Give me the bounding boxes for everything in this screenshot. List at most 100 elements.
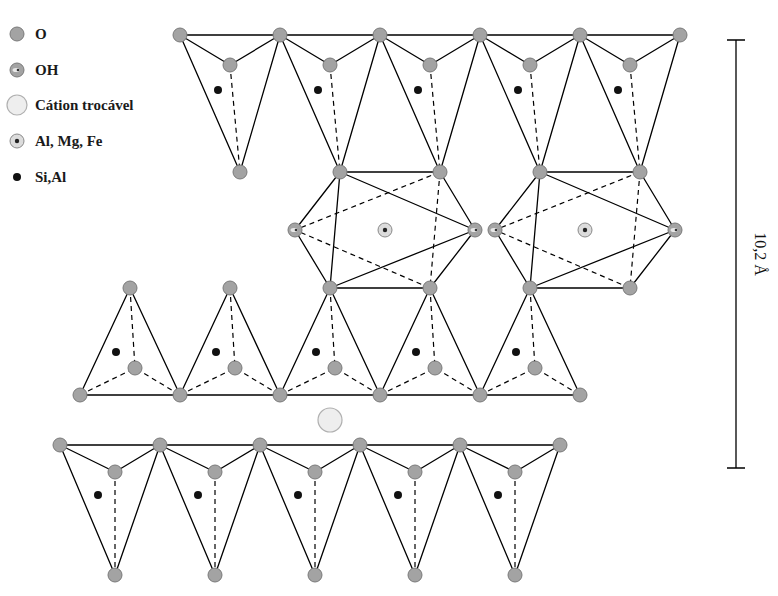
oxygen-atom bbox=[208, 568, 222, 582]
oxygen-atom bbox=[333, 165, 347, 179]
legend-text: OH bbox=[35, 62, 58, 78]
oxygen-atom bbox=[233, 165, 247, 179]
oxygen-atom bbox=[453, 438, 467, 452]
legend-text: Al, Mg, Fe bbox=[35, 133, 102, 149]
oxygen-atom bbox=[308, 465, 322, 479]
hydroxyl-group bbox=[495, 229, 498, 232]
oxygen-atom bbox=[508, 465, 522, 479]
tetrahedral-sheet bbox=[80, 288, 580, 395]
exchangeable-cation bbox=[318, 408, 342, 432]
oxygen-atom bbox=[208, 465, 222, 479]
legend-sample bbox=[7, 95, 27, 115]
oxygen-atom bbox=[323, 281, 337, 295]
tetrahedral-sheet bbox=[115, 472, 515, 575]
octahedral-cation bbox=[383, 228, 387, 232]
oxygen-atom bbox=[528, 361, 542, 375]
si-al-atom bbox=[214, 86, 222, 94]
legend-text: Cátion trocável bbox=[35, 97, 133, 113]
legend-sample bbox=[13, 68, 20, 72]
si-al-atom bbox=[212, 348, 220, 356]
octahedral-cation bbox=[378, 223, 592, 237]
oxygen-atom bbox=[223, 281, 237, 295]
oxygen-atom bbox=[173, 388, 187, 402]
oxygen-atom bbox=[108, 568, 122, 582]
hydroxyl-group bbox=[668, 223, 682, 237]
exchangeable-cation bbox=[318, 408, 342, 432]
legend-text: O bbox=[35, 26, 47, 42]
oxygen-atom bbox=[173, 28, 187, 42]
octahedral-sheet bbox=[295, 172, 675, 288]
oxygen-atom bbox=[523, 58, 537, 72]
hydroxyl-group bbox=[488, 223, 502, 237]
hydroxyl-group bbox=[471, 228, 478, 232]
hydroxyl-group bbox=[475, 229, 478, 232]
oxygen-atom bbox=[53, 28, 687, 582]
oxygen-atom bbox=[73, 388, 87, 402]
oxygen-atom bbox=[373, 388, 387, 402]
dimension-bar bbox=[727, 40, 745, 468]
dimension-label: 10,2 Å bbox=[750, 232, 770, 276]
legend-item: Cátion trocável bbox=[35, 95, 133, 115]
oxygen-atom bbox=[423, 58, 437, 72]
oxygen-atom bbox=[273, 388, 287, 402]
oxygen-atom bbox=[473, 28, 487, 42]
si-al-atom bbox=[112, 348, 120, 356]
octahedral-cation bbox=[583, 228, 587, 232]
oxygen-atom bbox=[408, 465, 422, 479]
oxygen-atom bbox=[433, 165, 447, 179]
oxygen-atom bbox=[408, 568, 422, 582]
hydroxyl-group bbox=[671, 228, 678, 232]
si-al-atom bbox=[494, 491, 502, 499]
oxygen-atom bbox=[223, 58, 237, 72]
oxygen-atom bbox=[153, 438, 167, 452]
hydroxyl-group bbox=[291, 228, 298, 232]
oxygen-atom bbox=[253, 438, 267, 452]
oxygen-atom bbox=[308, 568, 322, 582]
oxygen-atom bbox=[128, 361, 142, 375]
oxygen-atom bbox=[428, 361, 442, 375]
oxygen-atom bbox=[473, 388, 487, 402]
si-al-atom bbox=[514, 86, 522, 94]
oxygen-atom bbox=[353, 438, 367, 452]
oxygen-atom bbox=[573, 388, 587, 402]
tetrahedral-sheet bbox=[180, 35, 680, 172]
si-al-atom bbox=[394, 491, 402, 499]
oxygen-atom bbox=[423, 281, 437, 295]
si-al-atom bbox=[414, 86, 422, 94]
hydroxyl-group bbox=[295, 229, 298, 232]
oxygen-atom bbox=[573, 28, 587, 42]
legend-text: Si,Al bbox=[35, 169, 66, 185]
oxygen-atom bbox=[623, 281, 637, 295]
oxygen-atom bbox=[523, 281, 537, 295]
legend-item: OH bbox=[35, 60, 58, 80]
si-al-atom bbox=[94, 86, 622, 499]
oxygen-atom bbox=[623, 58, 637, 72]
oxygen-atom bbox=[673, 28, 687, 42]
tetrahedral-sheet bbox=[60, 445, 560, 575]
legend-item: Si,Al bbox=[35, 167, 66, 187]
oxygen-atom bbox=[273, 28, 287, 42]
si-al-atom bbox=[314, 86, 322, 94]
legend-sample bbox=[10, 27, 24, 41]
legend-sample bbox=[10, 63, 24, 77]
octahedral-cation bbox=[578, 223, 592, 237]
legend-item: O bbox=[35, 24, 47, 44]
legend-sample bbox=[7, 27, 27, 181]
hydroxyl-group bbox=[288, 223, 682, 237]
oxygen-atom bbox=[508, 568, 522, 582]
legend-item: Al, Mg, Fe bbox=[35, 131, 102, 151]
octahedral-sheet bbox=[295, 172, 640, 288]
oxygen-atom bbox=[108, 465, 122, 479]
legend-sample bbox=[10, 134, 24, 148]
si-al-atom bbox=[412, 348, 420, 356]
si-al-atom bbox=[294, 491, 302, 499]
oxygen-atom bbox=[553, 438, 567, 452]
tetrahedral-sheet bbox=[80, 288, 580, 395]
legend-sample bbox=[17, 69, 20, 72]
legend-sample bbox=[13, 173, 21, 181]
dimension-bar bbox=[727, 40, 745, 468]
hydroxyl-group bbox=[468, 223, 482, 237]
octahedral-cation bbox=[378, 223, 392, 237]
hydroxyl-group bbox=[288, 223, 302, 237]
